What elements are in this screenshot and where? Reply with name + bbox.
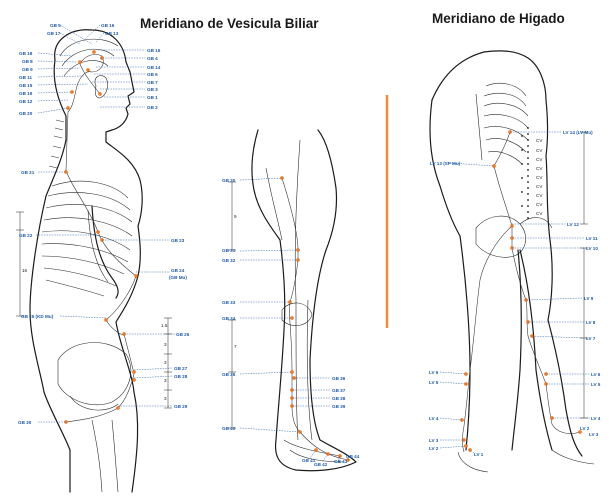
- label-gb3: GB 3: [147, 87, 158, 92]
- measure-9: 9: [234, 214, 237, 219]
- label-gb33: GB 33: [222, 300, 236, 305]
- label-leg-gb30: GB 30: [222, 178, 236, 183]
- side-body-figure: 16 1.5 3 3 3 3 GB 5 GB 17 GB 18 GB 8 GB …: [16, 23, 190, 493]
- label-lv14: LV 14 (LV Mu): [563, 130, 593, 135]
- svg-text:CV: CV: [536, 148, 543, 153]
- label-gb39: GB 39: [332, 404, 346, 409]
- label-gb16: GB 16: [101, 23, 115, 28]
- label-gb15-right: GB 15: [147, 48, 161, 53]
- label-gb15-left: GB 15: [19, 83, 33, 88]
- measure-3c: 3: [164, 378, 167, 383]
- label-lv13: LV 13 (SP Mu): [430, 161, 461, 166]
- label-gb13: GB 13: [105, 31, 119, 36]
- label-lv5-right: LV 5: [591, 382, 601, 387]
- label-gb8: GB 8: [22, 59, 33, 64]
- label-lv3-right: LV 3: [589, 432, 599, 437]
- label-lv4-left: LV 4: [429, 416, 439, 421]
- label-gb36: GB 36: [332, 376, 346, 381]
- measure-3a: 3: [164, 342, 167, 347]
- label-gb7: GB 7: [147, 80, 158, 85]
- label-gb29: GB 29: [174, 404, 188, 409]
- gb-points-torso: [64, 50, 138, 424]
- measure-7: 7: [234, 344, 237, 349]
- svg-text:CV: CV: [536, 211, 543, 216]
- leg-figure: 9 7 GB 30 GB 31 GB 32 GB 33 GB 34 GB 35 …: [222, 129, 360, 472]
- label-gb6: GB 6: [147, 72, 158, 77]
- label-lv1: LV 1: [474, 452, 484, 457]
- label-gb35: GB 35: [222, 372, 236, 377]
- label-gb9: GB 9: [22, 67, 33, 72]
- gallbladder-title: Meridiano de Vesicula Biliar: [140, 16, 319, 31]
- label-gb11: GB 11: [19, 75, 32, 80]
- label-gb41: GB 41: [302, 458, 316, 463]
- label-gb31: GB 31: [222, 248, 236, 253]
- label-gb37: GB 37: [332, 388, 346, 393]
- label-gb2: GB 2: [147, 105, 158, 110]
- label-gb18: GB 18: [19, 51, 33, 56]
- label-gb4: GB 4: [147, 56, 158, 61]
- label-gb34: GB 34: [222, 316, 236, 321]
- svg-text:CV: CV: [536, 157, 543, 162]
- label-gb20: GB 20: [19, 111, 33, 116]
- label-lv9: LV 9: [584, 296, 594, 301]
- label-gb24: GB 24: [171, 268, 185, 273]
- svg-text:CV: CV: [536, 138, 543, 143]
- label-gb12: GB 12: [19, 99, 33, 104]
- label-gb22: GB 22: [19, 233, 33, 238]
- label-lv6-right: LV 6: [591, 372, 601, 377]
- label-gb17: GB 17: [47, 31, 61, 36]
- label-lv11: LV 11: [586, 236, 598, 241]
- cv-labels: CV CV CV CV CV CV CV CV CV: [536, 138, 543, 216]
- svg-text:CV: CV: [536, 166, 543, 171]
- label-lv3-left: LV 3: [429, 438, 439, 443]
- label-gb1: GB 1: [147, 95, 158, 100]
- label-gb40: GB 40: [222, 426, 236, 431]
- label-lv2-left: LV 2: [429, 446, 439, 451]
- label-gb27: GB 27: [174, 366, 188, 371]
- label-gb24-mu: (GB Mu): [169, 275, 187, 280]
- measure-16: 16: [22, 268, 28, 273]
- svg-text:CV: CV: [536, 202, 543, 207]
- label-gb43: GB 43: [334, 459, 348, 464]
- label-lv12: LV 12: [567, 222, 579, 227]
- svg-text:CV: CV: [536, 193, 543, 198]
- label-lv8: LV 8: [586, 320, 596, 325]
- liver-title: Meridiano de Higado: [432, 11, 565, 26]
- label-lv10: LV 10: [586, 246, 598, 251]
- label-gb44: GB 44: [346, 454, 360, 459]
- measure-1-5: 1.5: [161, 323, 168, 328]
- label-gb19: GB 19: [19, 91, 33, 96]
- label-gb14: GB 14: [147, 65, 161, 70]
- svg-text:CV: CV: [536, 175, 543, 180]
- label-lv2-right: LV 2: [580, 426, 590, 431]
- label-lv6-left: LV 6: [429, 370, 439, 375]
- label-gb28: GB 28: [174, 374, 188, 379]
- label-gb42: GB 42: [314, 462, 328, 467]
- label-gb21: GB 21: [21, 170, 35, 175]
- label-gb26: GB 26: [176, 332, 190, 337]
- label-gb23: GB 23: [171, 238, 185, 243]
- lv-points: [460, 130, 582, 452]
- label-gb30-torso: GB 30: [18, 420, 32, 425]
- label-lv5-left: LV 5: [429, 380, 439, 385]
- gb-points-leg: [280, 176, 350, 462]
- label-gb25: GB 25 (KD Mu): [21, 314, 54, 319]
- svg-text:CV: CV: [536, 184, 543, 189]
- label-lv7: LV 7: [586, 336, 596, 341]
- measure-3d: 3: [164, 396, 167, 401]
- front-body-figure: CV CV CV CV CV CV CV CV CV: [429, 50, 601, 473]
- cv-points: [521, 127, 529, 219]
- label-lv4-right: LV 4: [591, 416, 601, 421]
- label-gb32: GB 32: [222, 258, 236, 263]
- label-gb5: GB 5: [50, 23, 61, 28]
- label-gb38: GB 38: [332, 396, 346, 401]
- measure-3b: 3: [164, 360, 167, 365]
